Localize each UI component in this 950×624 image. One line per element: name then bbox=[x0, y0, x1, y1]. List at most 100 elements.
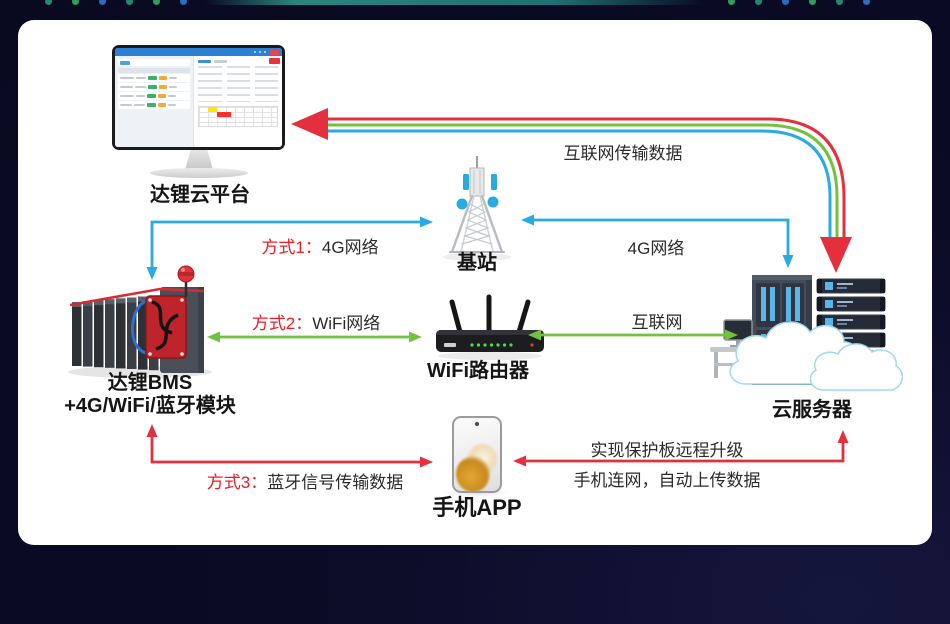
indicator-lamp-icon bbox=[177, 265, 195, 297]
tower-label: 基站 bbox=[457, 252, 497, 274]
blue-cable-icon bbox=[131, 299, 147, 355]
method3-text: 蓝牙信号传输数据 bbox=[267, 473, 404, 492]
monitor-stand bbox=[185, 150, 213, 170]
big-arrow-down-icon bbox=[820, 237, 852, 273]
deco-dot bbox=[809, 0, 816, 5]
bms-board-icon bbox=[145, 295, 187, 359]
arrow-left-icon bbox=[528, 329, 541, 341]
internet-transfer-label: 互联网传输数据 bbox=[563, 144, 683, 163]
bms-illustration bbox=[68, 265, 212, 378]
platform-label: 达锂云平台 bbox=[150, 184, 250, 206]
deco-dot bbox=[782, 0, 789, 5]
screen-table-row bbox=[118, 92, 191, 100]
monitor-stand-base bbox=[150, 168, 248, 178]
monitor-screen-topbar bbox=[115, 48, 282, 56]
bms-label: 达锂BMS +4G/WiFi/蓝牙模块 bbox=[40, 372, 260, 418]
method1-prefix: 方式1： bbox=[261, 238, 322, 257]
method3-prefix: 方式3： bbox=[206, 473, 268, 492]
deco-top-bar bbox=[205, 0, 705, 5]
phone-illustration bbox=[452, 416, 502, 493]
screen-menu-icon bbox=[259, 51, 261, 53]
screen-table-header bbox=[118, 68, 191, 73]
connection-method2 bbox=[207, 331, 422, 343]
screen-menu-icon bbox=[254, 51, 256, 53]
base-station-illustration bbox=[443, 156, 511, 261]
screen-alert-badge bbox=[270, 49, 279, 55]
big-arrow-left-icon bbox=[291, 108, 328, 140]
router-label: WiFi路由器 bbox=[426, 360, 530, 382]
phone-server-label-line2: 手机连网，自动上传数据 bbox=[573, 471, 761, 490]
antenna-dish-icon bbox=[456, 198, 468, 210]
router-body-icon bbox=[436, 330, 544, 352]
arrow-up-icon bbox=[146, 424, 158, 437]
deco-dot bbox=[153, 0, 160, 5]
screen-menu-icon bbox=[264, 51, 266, 53]
method2-label: 方式2：WiFi网络 bbox=[226, 309, 406, 334]
cell-warning bbox=[208, 107, 218, 112]
busbar-cable-icon bbox=[69, 287, 205, 307]
antenna-dish-icon bbox=[487, 196, 499, 208]
server-rack-stack-icon bbox=[816, 278, 886, 366]
cell-alarm bbox=[217, 112, 232, 117]
screen-detail-panel bbox=[193, 56, 282, 147]
arrow-down-icon bbox=[782, 255, 794, 268]
phone-wallpaper-flower bbox=[456, 456, 490, 491]
tower-shadow bbox=[443, 253, 511, 261]
arrow-right-icon bbox=[409, 331, 422, 343]
connection-internet-transfer bbox=[291, 108, 852, 273]
arrow-left-icon bbox=[513, 455, 526, 467]
arrow-down-icon bbox=[146, 267, 158, 280]
tower-lattice-icon bbox=[449, 194, 505, 254]
screen-table-row bbox=[118, 83, 191, 91]
cloud-server-illustration bbox=[710, 275, 904, 391]
screen-table-row bbox=[118, 101, 191, 109]
tower-server-label: 4G网络 bbox=[627, 239, 685, 258]
antenna-panel-icon bbox=[463, 174, 469, 190]
arrow-right-icon bbox=[725, 329, 738, 341]
phone-camera-icon bbox=[475, 422, 479, 426]
method3-label: 方式3：蓝牙信号传输数据 bbox=[185, 468, 425, 493]
arrow-left-icon bbox=[521, 214, 534, 226]
method1-text: 4G网络 bbox=[321, 238, 379, 257]
connection-phone-server bbox=[513, 430, 849, 467]
arrow-right-icon bbox=[420, 216, 433, 228]
connection-method3 bbox=[146, 424, 433, 468]
wifi-router-illustration bbox=[436, 294, 544, 360]
screen-table-row bbox=[118, 74, 191, 82]
screen-detail-fields bbox=[198, 66, 278, 102]
router-shadow bbox=[438, 352, 542, 360]
deco-dot bbox=[755, 0, 762, 5]
deco-dot bbox=[863, 0, 870, 5]
arrow-up-icon bbox=[837, 430, 849, 443]
screen-cell-grid bbox=[198, 106, 278, 127]
connection-tower-server bbox=[521, 214, 794, 268]
deco-dot bbox=[728, 0, 735, 5]
method1-label: 方式1：4G网络 bbox=[230, 233, 410, 258]
deco-dot bbox=[126, 0, 133, 5]
tower-mast-icon bbox=[456, 156, 499, 210]
phone-server-label-line1: 实现保护板远程升级 bbox=[590, 441, 744, 460]
bms-label-line1: 达锂BMS bbox=[107, 372, 193, 394]
screen-toolbar bbox=[118, 59, 191, 66]
deco-dot bbox=[836, 0, 843, 5]
connection-method1 bbox=[146, 216, 433, 280]
cloud-icon bbox=[729, 321, 904, 391]
monitor-screen-body bbox=[115, 56, 282, 147]
phone-server-label: 实现保护板远程升级 手机连网，自动上传数据 bbox=[537, 436, 797, 491]
screen-action-button bbox=[268, 58, 280, 64]
arrow-left-icon bbox=[207, 331, 220, 343]
deco-dot bbox=[180, 0, 187, 5]
cloud-platform-monitor bbox=[112, 45, 285, 150]
screen-device-list-panel bbox=[115, 56, 194, 147]
deco-dot bbox=[72, 0, 79, 5]
router-server-label: 互联网 bbox=[631, 313, 683, 332]
monitor-screen bbox=[115, 48, 282, 147]
router-antenna-icon bbox=[449, 294, 531, 335]
antenna-panel-icon bbox=[491, 174, 497, 190]
deco-dot bbox=[99, 0, 106, 5]
method2-prefix: 方式2： bbox=[251, 314, 313, 333]
method2-text: WiFi网络 bbox=[312, 314, 381, 333]
screen-tabs bbox=[198, 60, 278, 63]
